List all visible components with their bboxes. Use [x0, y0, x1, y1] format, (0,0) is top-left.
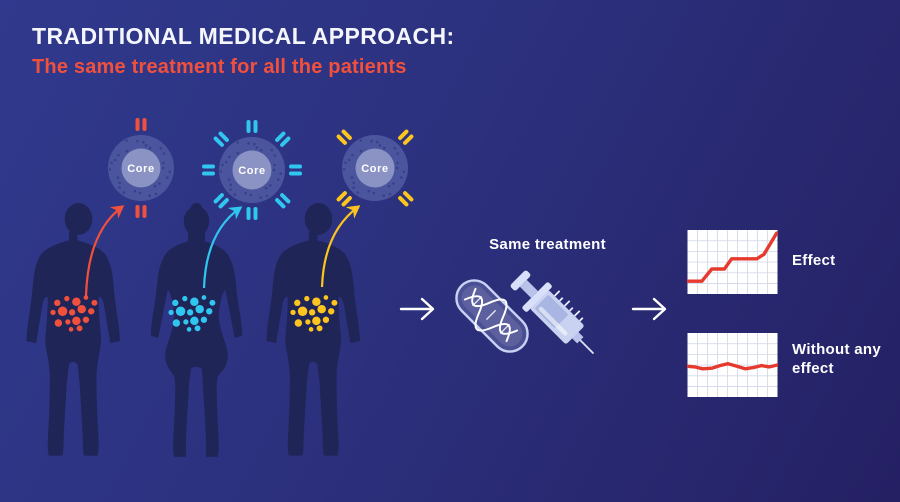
chart-without-effect — [687, 333, 778, 397]
page-title: TRADITIONAL MEDICAL APPROACH: — [32, 23, 455, 49]
result-label-without-effect: Without any effect — [792, 341, 881, 377]
receptor-dashes — [135, 118, 147, 218]
disease-dots-red — [50, 295, 98, 332]
disease-dots-yellow — [290, 295, 338, 332]
core-label: Core — [127, 163, 154, 175]
dna-capsule-icon — [455, 279, 529, 353]
core-label: Core — [238, 165, 265, 177]
right-arrow-icon — [631, 297, 667, 321]
core-speckles — [108, 139, 172, 197]
treatment-label: Same treatment — [489, 236, 606, 253]
core-speckles — [219, 141, 283, 199]
core-speckles — [342, 139, 406, 197]
result-label-effect: Effect — [792, 252, 836, 269]
patient-figure-male-1 — [26, 203, 120, 456]
silhouette — [150, 203, 243, 457]
core-circle-yellow: Core — [336, 129, 414, 207]
patient-figure-female — [150, 203, 243, 457]
syringe-icon — [510, 270, 595, 355]
chart-effect — [687, 230, 778, 294]
core-label: Core — [361, 163, 388, 175]
page-subtitle: The same treatment for all the patients — [32, 56, 407, 78]
core-circle-cyan: Core — [202, 120, 302, 220]
disease-dots-cyan — [168, 295, 216, 332]
right-arrow-icon — [399, 297, 435, 321]
receptor-dashes — [336, 129, 414, 207]
receptor-dashes — [202, 120, 302, 220]
core-circle-red: Core — [108, 118, 174, 218]
patient-figure-male-2 — [266, 203, 360, 456]
